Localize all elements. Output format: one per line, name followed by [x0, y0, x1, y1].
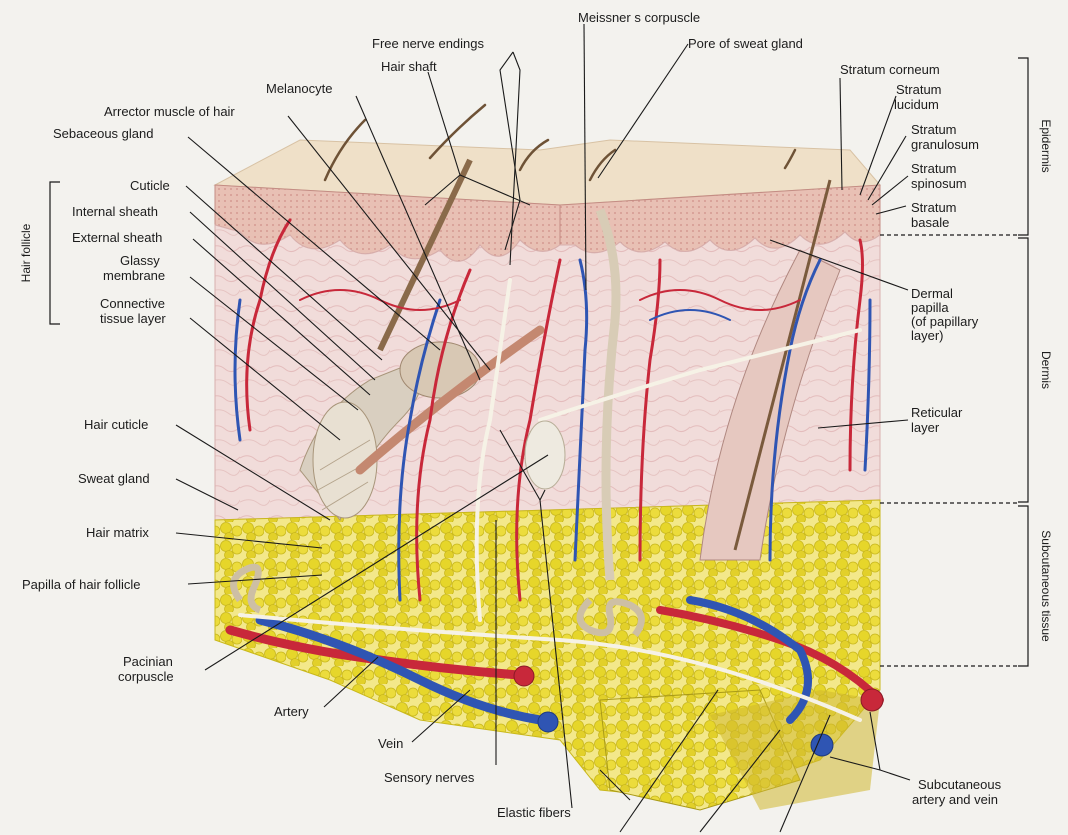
pacinian-corpuscle-shape	[525, 421, 565, 489]
subcutaneous-artery-end	[861, 689, 883, 711]
label-pacinian-corpuscle: Pacinian corpuscle	[118, 654, 177, 684]
label-vein: Vein	[378, 736, 403, 751]
label-pore-of-sweat-gland: Pore of sweat gland	[688, 36, 803, 51]
region-label-subcutaneous-tissue: Subcutaneous tissue	[1039, 530, 1053, 642]
label-glassy-membrane: Glassy membrane	[103, 253, 165, 283]
label-sebaceous-gland: Sebaceous gland	[53, 126, 153, 141]
label-internal-sheath: Internal sheath	[72, 204, 158, 219]
label-free-nerve-endings: Free nerve endings	[372, 36, 485, 51]
label-stratum-spinosum: Stratum spinosum	[911, 161, 967, 191]
label-artery: Artery	[274, 704, 309, 719]
label-dermal-papilla: Dermal papilla (of papillary layer)	[911, 286, 982, 343]
label-external-sheath: External sheath	[72, 230, 162, 245]
label-melanocyte: Melanocyte	[266, 81, 332, 96]
region-label-dermis: Dermis	[1039, 351, 1053, 389]
label-connective-tissue-layer: Connective tissue layer	[100, 296, 169, 326]
label-sweat-gland: Sweat gland	[78, 471, 150, 486]
label-stratum-lucidum: Stratum lucidum	[894, 82, 945, 112]
label-sensory-nerves: Sensory nerves	[384, 770, 475, 785]
label-stratum-granulosum: Stratum granulosum	[911, 122, 979, 152]
label-elastic-fibers: Elastic fibers	[497, 805, 571, 820]
label-arrector-muscle: Arrector muscle of hair	[104, 104, 235, 119]
artery-end	[514, 666, 534, 686]
tissue-block	[215, 105, 883, 810]
label-stratum-corneum: Stratum corneum	[840, 62, 940, 77]
vein-end	[538, 712, 558, 732]
label-papilla-of-hair-follicle: Papilla of hair follicle	[22, 577, 141, 592]
label-hair-cuticle: Hair cuticle	[84, 417, 148, 432]
region-label-epidermis: Epidermis	[1039, 119, 1053, 172]
label-reticular-layer: Reticular layer	[911, 405, 966, 435]
label-hair-matrix: Hair matrix	[86, 525, 149, 540]
label-cuticle: Cuticle	[130, 178, 170, 193]
label-hair-shaft: Hair shaft	[381, 59, 437, 74]
region-label-hair-follicle: Hair follicle	[19, 223, 33, 282]
label-subcutaneous-artery-vein: Subcutaneous artery and vein	[912, 777, 1005, 807]
label-stratum-basale: Stratum basale	[911, 200, 960, 230]
label-meissners-corpuscle: Meissner s corpuscle	[578, 10, 700, 25]
